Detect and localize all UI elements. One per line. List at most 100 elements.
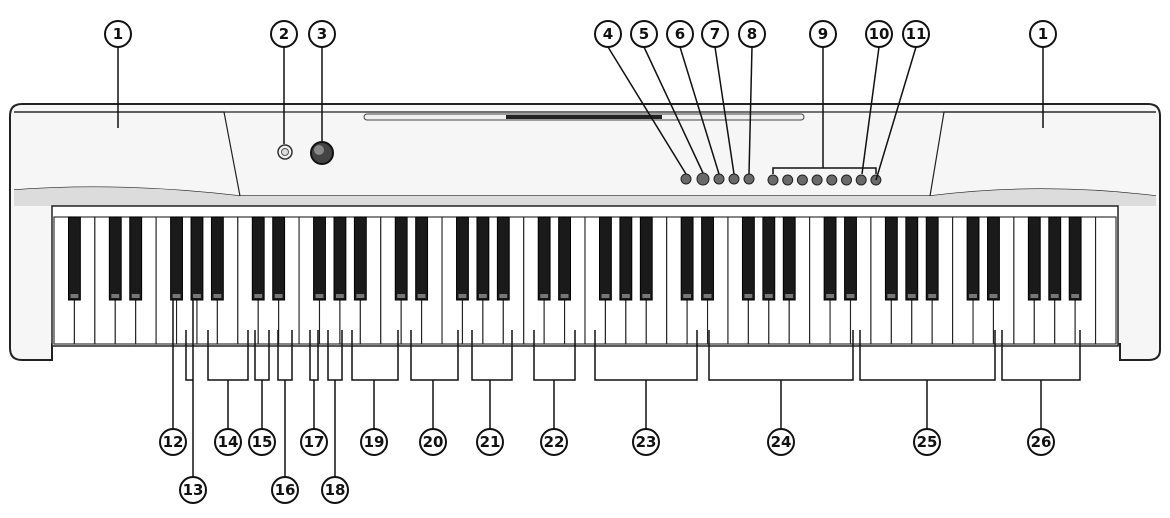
right-speaker-panel: [929, 111, 1156, 197]
black-key-edge: [70, 294, 79, 298]
callout-11: 11: [902, 20, 930, 48]
callout-12: 12: [159, 428, 187, 456]
black-key[interactable]: [170, 216, 183, 301]
tone-button[interactable]: [767, 174, 779, 186]
white-key[interactable]: [1095, 216, 1117, 345]
black-key[interactable]: [108, 216, 122, 301]
black-key-edge: [336, 294, 344, 298]
black-key[interactable]: [619, 216, 633, 301]
function-button[interactable]: [696, 172, 710, 186]
black-key-edge: [764, 294, 773, 298]
black-key[interactable]: [905, 216, 919, 301]
black-key[interactable]: [680, 216, 694, 301]
tone-button[interactable]: [855, 174, 867, 186]
black-key-edge: [744, 294, 753, 298]
black-key-edge: [969, 294, 977, 298]
black-key-edge: [683, 294, 692, 298]
black-key-edge: [642, 294, 651, 298]
black-key[interactable]: [476, 216, 490, 301]
black-key[interactable]: [966, 216, 980, 301]
black-key[interactable]: [1027, 216, 1041, 301]
function-button[interactable]: [680, 173, 692, 185]
black-key[interactable]: [1068, 216, 1082, 301]
black-key[interactable]: [394, 216, 408, 301]
bottom-callouts: 12 13 14 15 16 17 18 19 20 21 22 23 24 2…: [159, 428, 1055, 504]
callout-22: 22: [540, 428, 568, 456]
callout-label: 11: [906, 25, 927, 43]
left-speaker-panel: [14, 111, 241, 197]
black-key[interactable]: [251, 216, 265, 301]
black-key[interactable]: [741, 216, 755, 301]
callout-19: 19: [360, 428, 388, 456]
callout-label: 22: [544, 433, 565, 451]
black-key[interactable]: [844, 216, 857, 301]
black-key[interactable]: [884, 216, 898, 301]
black-key-edge: [213, 294, 222, 298]
black-key[interactable]: [925, 216, 939, 301]
black-key[interactable]: [333, 216, 347, 301]
black-key-edge: [785, 294, 794, 298]
black-key[interactable]: [353, 216, 367, 301]
callout-label: 26: [1031, 433, 1052, 451]
callout-6: 6: [666, 20, 694, 48]
black-key[interactable]: [701, 216, 714, 301]
black-key[interactable]: [272, 216, 286, 301]
callout-23: 23: [632, 428, 660, 456]
black-key[interactable]: [639, 216, 653, 301]
key-range-brackets: [172, 298, 1081, 477]
black-key-edge: [458, 294, 467, 298]
black-key[interactable]: [129, 216, 143, 301]
black-key-edge: [254, 294, 263, 298]
callout-label: 23: [636, 433, 657, 451]
black-key-edge: [928, 294, 937, 298]
leader-bracket: [772, 167, 877, 174]
black-key[interactable]: [68, 216, 81, 301]
black-key-edge: [560, 294, 569, 298]
callout-label: 19: [364, 433, 385, 451]
black-key-edge: [397, 294, 406, 298]
callout-label: 10: [869, 25, 890, 43]
black-key[interactable]: [210, 216, 224, 301]
function-button[interactable]: [743, 173, 755, 185]
leader-line: [607, 46, 687, 175]
black-key[interactable]: [537, 216, 551, 301]
callout-26: 26: [1027, 428, 1055, 456]
tone-buttons: [767, 174, 882, 186]
tone-button[interactable]: [782, 174, 794, 186]
callout-label: 6: [675, 25, 685, 43]
black-key[interactable]: [415, 216, 429, 301]
leader-lines: [117, 46, 1044, 181]
tone-button[interactable]: [796, 174, 808, 186]
callout-label: 17: [304, 433, 325, 451]
callout-label: 20: [423, 433, 444, 451]
tone-button[interactable]: [870, 174, 882, 186]
black-key[interactable]: [762, 216, 776, 301]
callout-label: 8: [747, 25, 757, 43]
black-key[interactable]: [823, 216, 837, 301]
black-key[interactable]: [190, 216, 204, 301]
tone-button[interactable]: [841, 174, 852, 186]
leader-line: [748, 46, 753, 175]
callout-label: 4: [603, 25, 613, 43]
function-button[interactable]: [728, 173, 740, 185]
power-indicator-lamp-inner: [281, 148, 289, 156]
black-key[interactable]: [1048, 216, 1062, 301]
black-key[interactable]: [558, 216, 572, 301]
callout-21: 21: [476, 428, 504, 456]
black-key[interactable]: [782, 216, 796, 301]
tone-button[interactable]: [811, 174, 823, 186]
black-key[interactable]: [496, 216, 510, 301]
leader-line: [643, 46, 704, 174]
black-key[interactable]: [313, 216, 326, 301]
callout-label: 15: [252, 433, 273, 451]
callout-8: 8: [738, 20, 766, 48]
top-callouts: 1 2 3 4 5 6 7 8 9 10 11 1: [104, 20, 1057, 48]
callout-label: 16: [275, 481, 296, 499]
black-key[interactable]: [456, 216, 469, 301]
black-key[interactable]: [987, 216, 1000, 301]
range-bracket: [185, 330, 193, 381]
function-button[interactable]: [713, 173, 725, 185]
black-key[interactable]: [599, 216, 612, 301]
tone-button[interactable]: [826, 174, 838, 186]
